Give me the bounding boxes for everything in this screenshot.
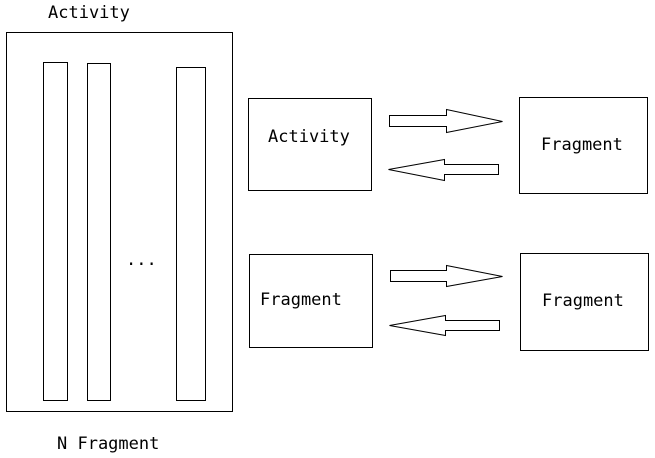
pair1-right-label: Fragment bbox=[541, 135, 623, 155]
pair1-left-arrow bbox=[388, 158, 499, 182]
pair1-right-arrow bbox=[389, 108, 503, 134]
ellipsis: ... bbox=[126, 250, 157, 270]
fragment-bar-2 bbox=[87, 63, 111, 401]
container-caption: N Fragment bbox=[57, 434, 160, 454]
pair2-right-arrow bbox=[390, 264, 503, 288]
pair1-left-label: Activity bbox=[268, 127, 350, 147]
pair1-right-box: Fragment bbox=[519, 97, 648, 194]
pair2-left-arrow bbox=[389, 314, 500, 337]
pair2-left-label: Fragment bbox=[260, 290, 342, 310]
pair2-right-label: Fragment bbox=[542, 291, 624, 311]
pair2-left-box: Fragment bbox=[249, 254, 373, 348]
fragment-bar-1 bbox=[43, 62, 68, 401]
fragment-bar-n bbox=[176, 67, 206, 401]
pair2-right-box: Fragment bbox=[520, 253, 649, 351]
pair1-left-box: Activity bbox=[248, 98, 372, 191]
container-title: Activity bbox=[48, 3, 130, 23]
